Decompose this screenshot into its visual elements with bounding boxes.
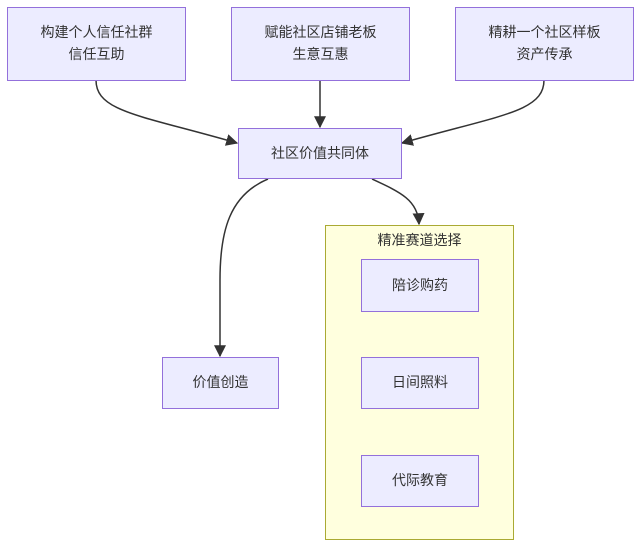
node-value-creation-label: 价值创造 <box>192 375 249 391</box>
node-value-creation[interactable]: 价值创造 <box>162 357 279 409</box>
node-trust-community[interactable]: 构建个人信任社群 信任互助 <box>7 7 186 81</box>
node-intergenerational-education[interactable]: 代际教育 <box>361 455 479 507</box>
node-shop-owners[interactable]: 赋能社区店铺老板 生意互惠 <box>231 7 410 81</box>
edge-trust-to-center <box>95 79 239 146</box>
node-escort-medicine[interactable]: 陪诊购药 <box>361 259 479 312</box>
node-community-value-label: 社区价值共同体 <box>271 145 369 162</box>
node-day-care[interactable]: 日间照料 <box>361 357 479 409</box>
node-shop-owners-line1: 赋能社区店铺老板 <box>264 25 377 41</box>
node-community-value[interactable]: 社区价值共同体 <box>238 128 402 179</box>
node-trust-community-line2: 信任互助 <box>68 47 125 63</box>
edge-center-to-cluster <box>371 178 425 226</box>
node-sample-community[interactable]: 精耕一个社区样板 资产传承 <box>455 7 634 81</box>
edge-sample-to-center <box>400 79 545 146</box>
node-trust-community-line1: 构建个人信任社群 <box>40 25 153 41</box>
cluster-track-selection-title: 精准赛道选择 <box>377 233 462 249</box>
node-sample-community-line1: 精耕一个社区样板 <box>488 25 601 41</box>
node-sample-community-line2: 资产传承 <box>516 47 573 63</box>
edge-center-to-value <box>214 178 269 358</box>
node-shop-owners-line2: 生意互惠 <box>292 47 349 63</box>
node-escort-medicine-label: 陪诊购药 <box>392 277 448 294</box>
node-intergenerational-education-label: 代际教育 <box>392 473 448 489</box>
node-day-care-label: 日间照料 <box>392 375 448 391</box>
